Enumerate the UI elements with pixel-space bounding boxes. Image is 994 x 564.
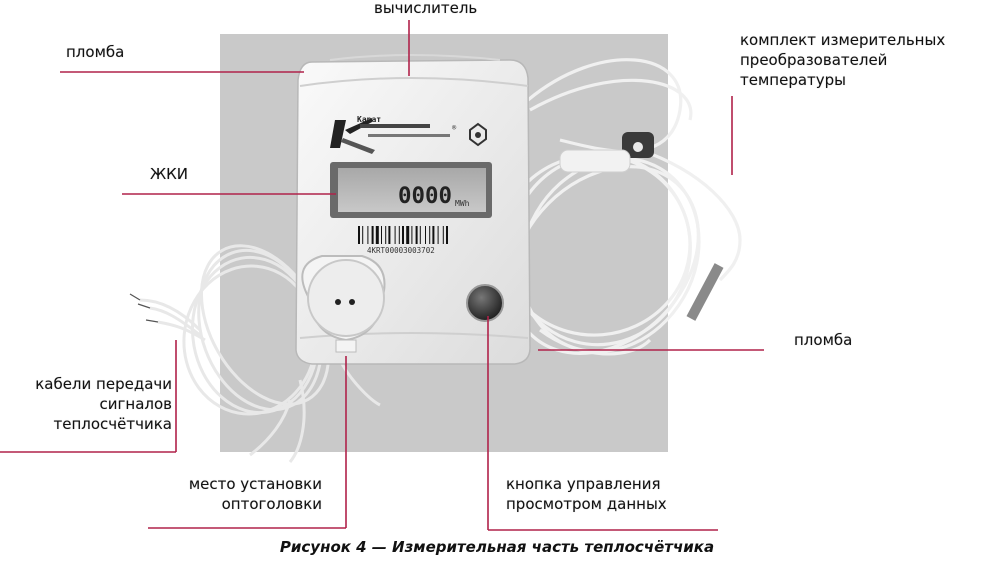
barcode-bar: [398, 226, 400, 244]
barcode-bar: [432, 226, 435, 244]
label-button-line1: кнопка управления: [506, 475, 661, 493]
label-cables-line3: теплосчётчика: [53, 415, 172, 433]
lcd-unit: МWh: [455, 199, 470, 208]
brand-name: Карат: [357, 115, 381, 124]
barcode-bar: [419, 226, 421, 244]
label-button: кнопка управления просмотром данных: [506, 474, 667, 514]
label-temp-sensors-line1: комплект измерительных: [740, 31, 946, 49]
label-optical-head-line2: оптоголовки: [221, 495, 322, 513]
barcode-bar: [388, 226, 391, 244]
leader-lines: [0, 20, 764, 531]
label-optical-head: место установки оптоголовки: [150, 474, 322, 514]
figure-caption: Рисунок 4 — Измерительная часть теплосчё…: [279, 538, 715, 556]
barcode-bar: [375, 226, 379, 244]
seal-emblem-icon: [469, 122, 487, 147]
barcode-bar: [446, 226, 448, 244]
barcode-bar: [415, 226, 418, 244]
barcode-bar: [411, 226, 413, 244]
barcode-bar: [358, 226, 360, 244]
barcode-bar: [385, 226, 387, 244]
label-cables-line2: сигналов: [99, 395, 172, 413]
label-seal-top: пломба: [66, 43, 125, 61]
lcd-value: 0000: [398, 184, 452, 209]
serial-number: 4KRT00003003702: [367, 246, 435, 255]
temperature-probe: [686, 263, 724, 321]
label-computer: вычислитель: [374, 0, 478, 17]
barcode-bar: [402, 226, 404, 244]
optical-head-socket: [301, 255, 386, 353]
label-lcd: ЖКИ: [150, 165, 189, 183]
control-button[interactable]: [466, 284, 504, 322]
label-optical-head-line1: место установки: [188, 475, 322, 493]
brand-logo: ® Карат: [330, 115, 457, 154]
label-temp-sensors-line2: преобразователей: [740, 51, 888, 69]
barcode-bar: [429, 226, 431, 244]
barcode: [358, 226, 448, 244]
label-temp-sensors: комплект измерительных преобразователей …: [740, 30, 945, 90]
barcode-bar: [371, 226, 374, 244]
signal-cables: [139, 244, 381, 463]
barcode-bar: [367, 226, 369, 244]
barcode-bar: [442, 226, 444, 244]
label-cables-line1: кабели передачи: [35, 375, 172, 393]
barcode-bar: [362, 226, 364, 244]
svg-text:®: ®: [452, 124, 457, 132]
label-button-line2: просмотром данных: [506, 495, 667, 513]
barcode-bar: [425, 226, 426, 244]
barcode-bar: [437, 226, 439, 244]
label-seal-right: пломба: [794, 331, 853, 349]
label-cables: кабели передачи сигналов теплосчётчика: [0, 374, 172, 434]
lcd-screen: [338, 168, 486, 212]
label-temp-sensors-line3: температуры: [740, 71, 847, 89]
barcode-bar: [381, 226, 382, 244]
barcode-bar: [394, 226, 396, 244]
barcode-bar: [406, 226, 410, 244]
